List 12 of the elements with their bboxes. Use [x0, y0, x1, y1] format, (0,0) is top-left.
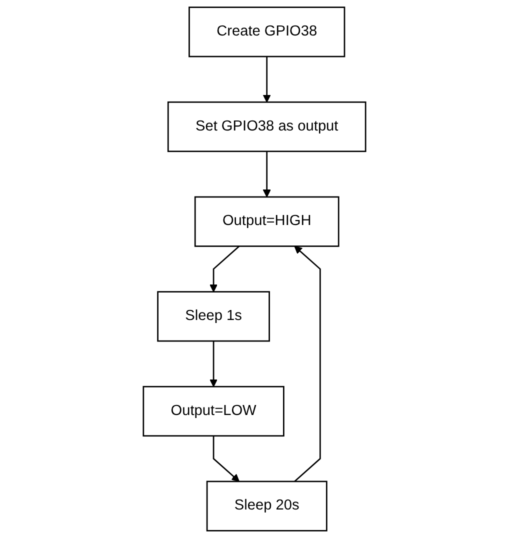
arrow	[210, 341, 218, 387]
node-box: Set GPIO38 as output	[167, 101, 366, 152]
node-box: Sleep 20s	[206, 480, 328, 532]
node-box: Output=LOW	[142, 386, 284, 437]
arrow	[210, 246, 240, 292]
node-box: Output=HIGH	[194, 196, 340, 247]
arrow	[262, 151, 271, 198]
node-box: Create GPIO38	[188, 6, 346, 58]
arrow	[262, 56, 271, 102]
arrow	[294, 246, 321, 482]
node-box: Sleep 1s	[157, 291, 270, 342]
arrow	[212, 436, 240, 482]
